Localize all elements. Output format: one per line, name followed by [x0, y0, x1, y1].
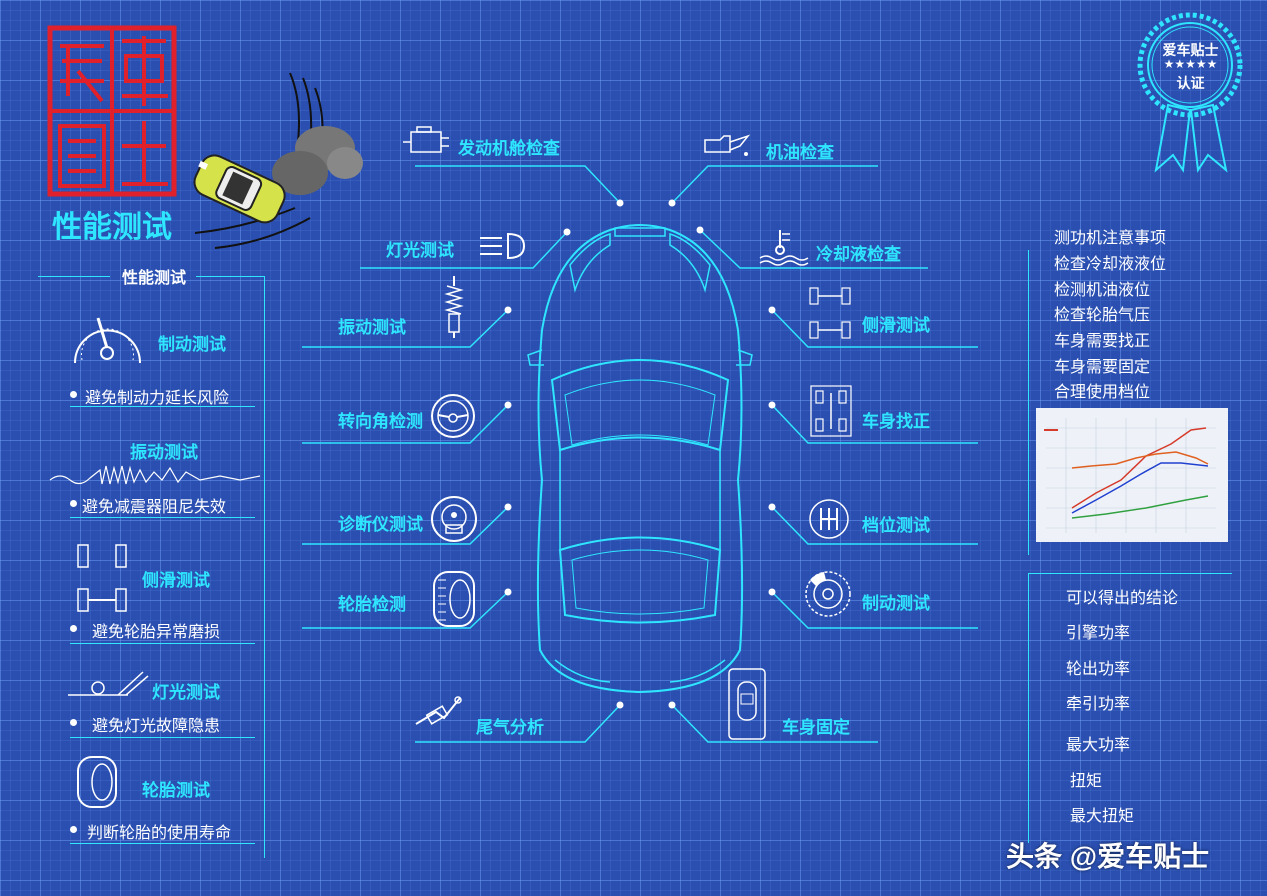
label-diagnostic: 诊断仪测试	[338, 515, 423, 534]
oil-can-icon	[704, 134, 751, 156]
label-light: 灯光测试	[386, 241, 454, 260]
bullet-dot	[70, 500, 77, 507]
badge-stars: ★★★★★	[1163, 57, 1218, 71]
label-engine: 发动机舱检查	[458, 139, 560, 158]
conclusions-item-3: 牵引功率	[1066, 694, 1131, 713]
alignment-icon	[810, 385, 852, 437]
left-item-desc-2: 避免减震器阻尼失效	[82, 499, 227, 516]
logo-seal	[47, 25, 177, 197]
steering-wheel-icon	[431, 394, 475, 438]
left-panel: 性能测试	[38, 262, 268, 862]
label-vibration: 振动测试	[338, 318, 406, 337]
conclusions-item-2: 轮出功率	[1066, 659, 1131, 678]
diagnostic-icon	[431, 496, 477, 542]
notes-item-7: 合理使用档位	[1054, 382, 1151, 401]
label-fix: 车身固定	[782, 718, 850, 737]
headlight-beam-icon	[68, 671, 149, 696]
exhaust-icon	[415, 696, 462, 725]
watermark: 头条 @爱车贴士	[1006, 841, 1210, 872]
label-steering: 转向角检测	[338, 412, 423, 431]
conclusions-item-5: 扭矩	[1070, 771, 1103, 790]
headlight-icon	[480, 232, 526, 260]
engine-icon	[403, 126, 449, 153]
car-fix-icon	[728, 668, 766, 740]
vibration-wave-icon	[49, 465, 261, 485]
left-item-desc-1: 避免制动力延长风险	[85, 390, 230, 407]
notes-item-5: 车身需要找正	[1054, 331, 1151, 350]
label-gear: 档位测试	[862, 516, 930, 535]
notes-item-1: 测功机注意事项	[1054, 228, 1167, 247]
tire-icon	[77, 756, 117, 808]
speedometer-icon	[74, 317, 141, 364]
coolant-icon	[759, 230, 809, 266]
left-item-title-1: 制动测试	[158, 335, 226, 354]
gear-shift-icon	[809, 499, 849, 539]
badge-line1: 爱车贴士	[1162, 42, 1219, 58]
axle-icon	[809, 287, 851, 339]
label-brake: 制动测试	[862, 594, 930, 613]
left-item-title-2: 振动测试	[130, 443, 198, 462]
label-exhaust: 尾气分析	[476, 718, 544, 737]
label-tire: 轮胎检测	[338, 595, 406, 614]
left-item-title-4: 灯光测试	[152, 683, 220, 702]
tire-icon	[433, 571, 475, 627]
label-oil: 机油检查	[766, 143, 834, 162]
conclusions-item-6: 最大扭矩	[1070, 806, 1135, 825]
brake-disc-icon	[805, 571, 851, 617]
label-sideslip: 侧滑测试	[862, 316, 930, 335]
left-item-title-5: 轮胎测试	[142, 781, 210, 800]
car-outline	[527, 224, 753, 694]
conclusions-item-1: 引擎功率	[1066, 623, 1131, 642]
conclusions-item-4: 最大功率	[1066, 735, 1131, 754]
bullet-dot	[70, 625, 77, 632]
label-coolant: 冷却液检查	[816, 245, 901, 264]
bullet-dot	[70, 719, 77, 726]
badge-line2: 认证	[1176, 75, 1205, 91]
left-panel-title: 性能测试	[122, 270, 187, 287]
bullet-dot	[70, 826, 77, 833]
left-item-desc-4: 避免灯光故障隐患	[92, 718, 221, 735]
conclusions-title: 可以得出的结论	[1066, 588, 1179, 607]
dyno-graph	[1036, 408, 1228, 542]
notes-item-2: 检查冷却液液位	[1054, 254, 1167, 273]
bullet-dot	[70, 391, 77, 398]
left-item-desc-3: 避免轮胎异常磨损	[92, 624, 221, 641]
label-alignment: 车身找正	[862, 412, 930, 431]
drift-car-illustration	[193, 72, 363, 249]
logo-seal-graphic	[47, 25, 177, 197]
left-item-desc-5: 判断轮胎的使用寿命	[87, 825, 232, 842]
notes-item-3: 检测机油液位	[1054, 280, 1151, 299]
axle-icon	[77, 544, 127, 612]
rosette-icon	[1137, 12, 1243, 173]
shock-absorber-icon	[444, 276, 464, 338]
notes-item-6: 车身需要固定	[1054, 357, 1151, 376]
certification-badge: 爱车贴士 ★★★★★ 认证	[1137, 10, 1243, 175]
left-item-title-3: 侧滑测试	[142, 571, 210, 590]
page-title: 性能测试	[52, 211, 172, 244]
notes-item-4: 检查轮胎气压	[1054, 305, 1151, 324]
